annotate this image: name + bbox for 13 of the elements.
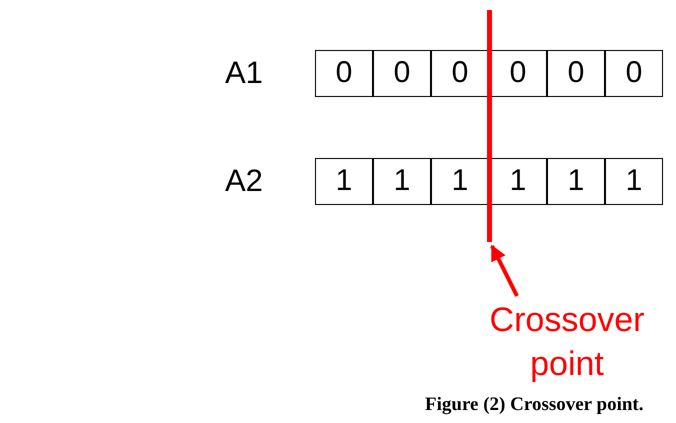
- row-label: A2: [225, 162, 263, 200]
- callout-text: Crossover point: [462, 298, 672, 386]
- array-cell: 0: [547, 50, 605, 97]
- array-cell: 1: [315, 158, 373, 205]
- array-cell: 0: [373, 50, 431, 97]
- arrow: [490, 244, 519, 297]
- array-cell: 1: [605, 158, 663, 205]
- array-cell: 1: [547, 158, 605, 205]
- array-cell: 1: [373, 158, 431, 205]
- array-cell: 0: [315, 50, 373, 97]
- figure-caption: Figure (2) Crossover point.: [425, 394, 644, 416]
- row-label: A1: [225, 54, 263, 92]
- array-cell: 0: [605, 50, 663, 97]
